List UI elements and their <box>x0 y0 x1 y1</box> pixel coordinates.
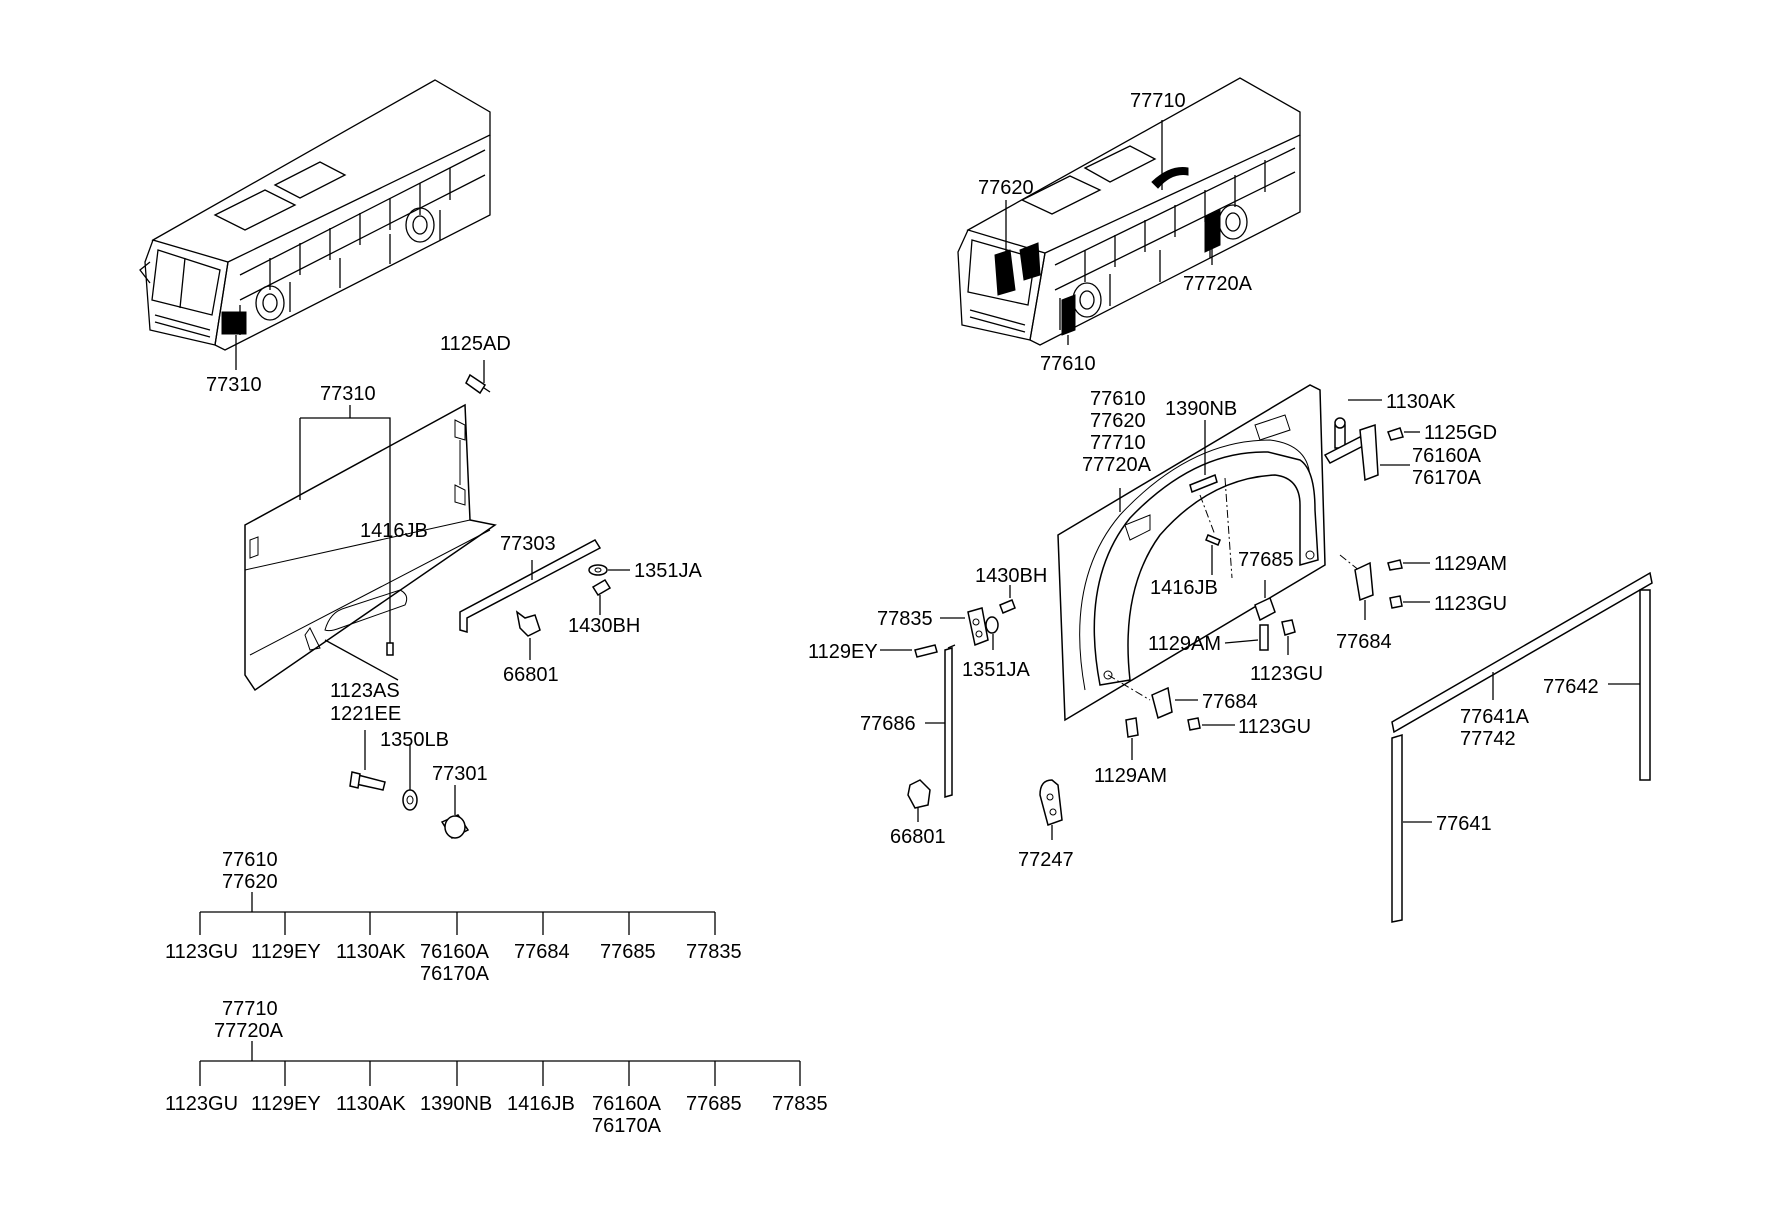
label-1416JB-right: 1416JB <box>1150 577 1218 599</box>
label-1430BH-left: 1430BH <box>568 615 640 637</box>
tree2-head-2: 77720A <box>214 1020 284 1042</box>
label-1416JB-left: 1416JB <box>360 520 428 542</box>
tree1-item-3: 1130AK <box>336 941 406 963</box>
highlight-77710 <box>1151 167 1189 189</box>
label-77247: 77247 <box>1018 849 1074 871</box>
tree2-head-1: 77710 <box>222 998 278 1020</box>
label-1430BH-right: 1430BH <box>975 565 1047 587</box>
parts-tree-2: 77710 77720A 1123GU 1129EY 1130AK 1390NB… <box>165 998 828 1137</box>
bus-illustration-right <box>957 77 1301 346</box>
label-77620-top: 77620 <box>978 177 1034 199</box>
tree1-item-2: 1129EY <box>251 941 321 963</box>
label-76160A-right: 76160A <box>1412 445 1482 467</box>
tree2-item-8: 77835 <box>772 1093 828 1115</box>
label-77301-left: 77301 <box>432 763 488 785</box>
weatherstrip-frame <box>1391 571 1653 923</box>
tree2-item-7: 77685 <box>686 1093 742 1115</box>
label-77720A-top: 77720A <box>1183 273 1253 295</box>
label-77710-top: 77710 <box>1130 90 1186 112</box>
label-1123AS-left: 1123AS <box>330 680 400 702</box>
tree1-item-7: 77835 <box>686 941 742 963</box>
highlight-77310-left <box>221 311 247 335</box>
label-1129AM-right: 1129AM <box>1434 553 1507 575</box>
label-77610-top: 77610 <box>1040 353 1096 375</box>
label-1221EE-left: 1221EE <box>330 703 401 725</box>
label-77684-lower: 77684 <box>1202 691 1258 713</box>
highlight-77720A <box>1204 209 1221 253</box>
label-77620-group: 77620 <box>1090 410 1146 432</box>
tree1-item-4a: 76160A <box>420 941 490 963</box>
tree1-head-1: 77610 <box>222 849 278 871</box>
tree1-head-2: 77620 <box>222 871 278 893</box>
label-1351JA-right: 1351JA <box>962 659 1030 681</box>
tree1-item-5: 77684 <box>514 941 570 963</box>
bus-illustration-left <box>139 79 491 351</box>
label-1125GD: 1125GD <box>1424 422 1497 444</box>
label-1129AM-lower: 1129AM <box>1094 765 1167 787</box>
label-77742: 77742 <box>1460 728 1516 750</box>
tree1-item-1: 1123GU <box>165 941 238 963</box>
tree2-item-6a: 76160A <box>592 1093 662 1115</box>
label-77642: 77642 <box>1543 676 1599 698</box>
label-77835: 77835 <box>877 608 933 630</box>
label-76170A-right: 76170A <box>1412 467 1482 489</box>
label-1130AK: 1130AK <box>1386 391 1456 413</box>
tree1-item-6: 77685 <box>600 941 656 963</box>
tree2-item-4: 1390NB <box>420 1093 492 1115</box>
label-77310-top: 77310 <box>206 374 262 396</box>
label-1129AM-mid: 1129AM <box>1148 633 1221 655</box>
label-1129EY: 1129EY <box>808 641 878 663</box>
label-77641: 77641 <box>1436 813 1492 835</box>
label-77685: 77685 <box>1238 549 1294 571</box>
label-77686: 77686 <box>860 713 916 735</box>
label-1123GU-right: 1123GU <box>1434 593 1507 615</box>
highlight-77620 <box>994 249 1016 296</box>
tree2-item-5: 1416JB <box>507 1093 575 1115</box>
label-77610-group: 77610 <box>1090 388 1146 410</box>
label-1390NB: 1390NB <box>1165 398 1237 420</box>
label-77710-group: 77710 <box>1090 432 1146 454</box>
label-1350LB-left: 1350LB <box>380 729 449 751</box>
tree2-item-6b: 76170A <box>592 1115 662 1137</box>
label-77303: 77303 <box>500 533 556 555</box>
highlight-77610 <box>1061 294 1076 336</box>
side-panel-77310 <box>244 403 497 692</box>
label-1123GU-mid: 1123GU <box>1250 663 1323 685</box>
tree1-item-4b: 76170A <box>420 963 490 985</box>
tree2-item-2: 1129EY <box>251 1093 321 1115</box>
label-77641A: 77641A <box>1460 706 1530 728</box>
tree2-item-3: 1130AK <box>336 1093 406 1115</box>
fender-panel <box>1057 384 1326 722</box>
label-1123GU-lower: 1123GU <box>1238 716 1311 738</box>
tree2-item-1: 1123GU <box>165 1093 238 1115</box>
label-1351JA-left: 1351JA <box>634 560 702 582</box>
label-66801-left: 66801 <box>503 664 559 686</box>
label-77720A-group: 77720A <box>1082 454 1152 476</box>
highlight-77620-b <box>1019 242 1041 281</box>
label-1125AD: 1125AD <box>440 333 511 355</box>
parts-tree-1: 77610 77620 1123GU 1129EY 1130AK 76160A … <box>165 849 742 985</box>
label-77684-right: 77684 <box>1336 631 1392 653</box>
label-77310-panel: 77310 <box>320 383 376 405</box>
label-66801-right: 66801 <box>890 826 946 848</box>
